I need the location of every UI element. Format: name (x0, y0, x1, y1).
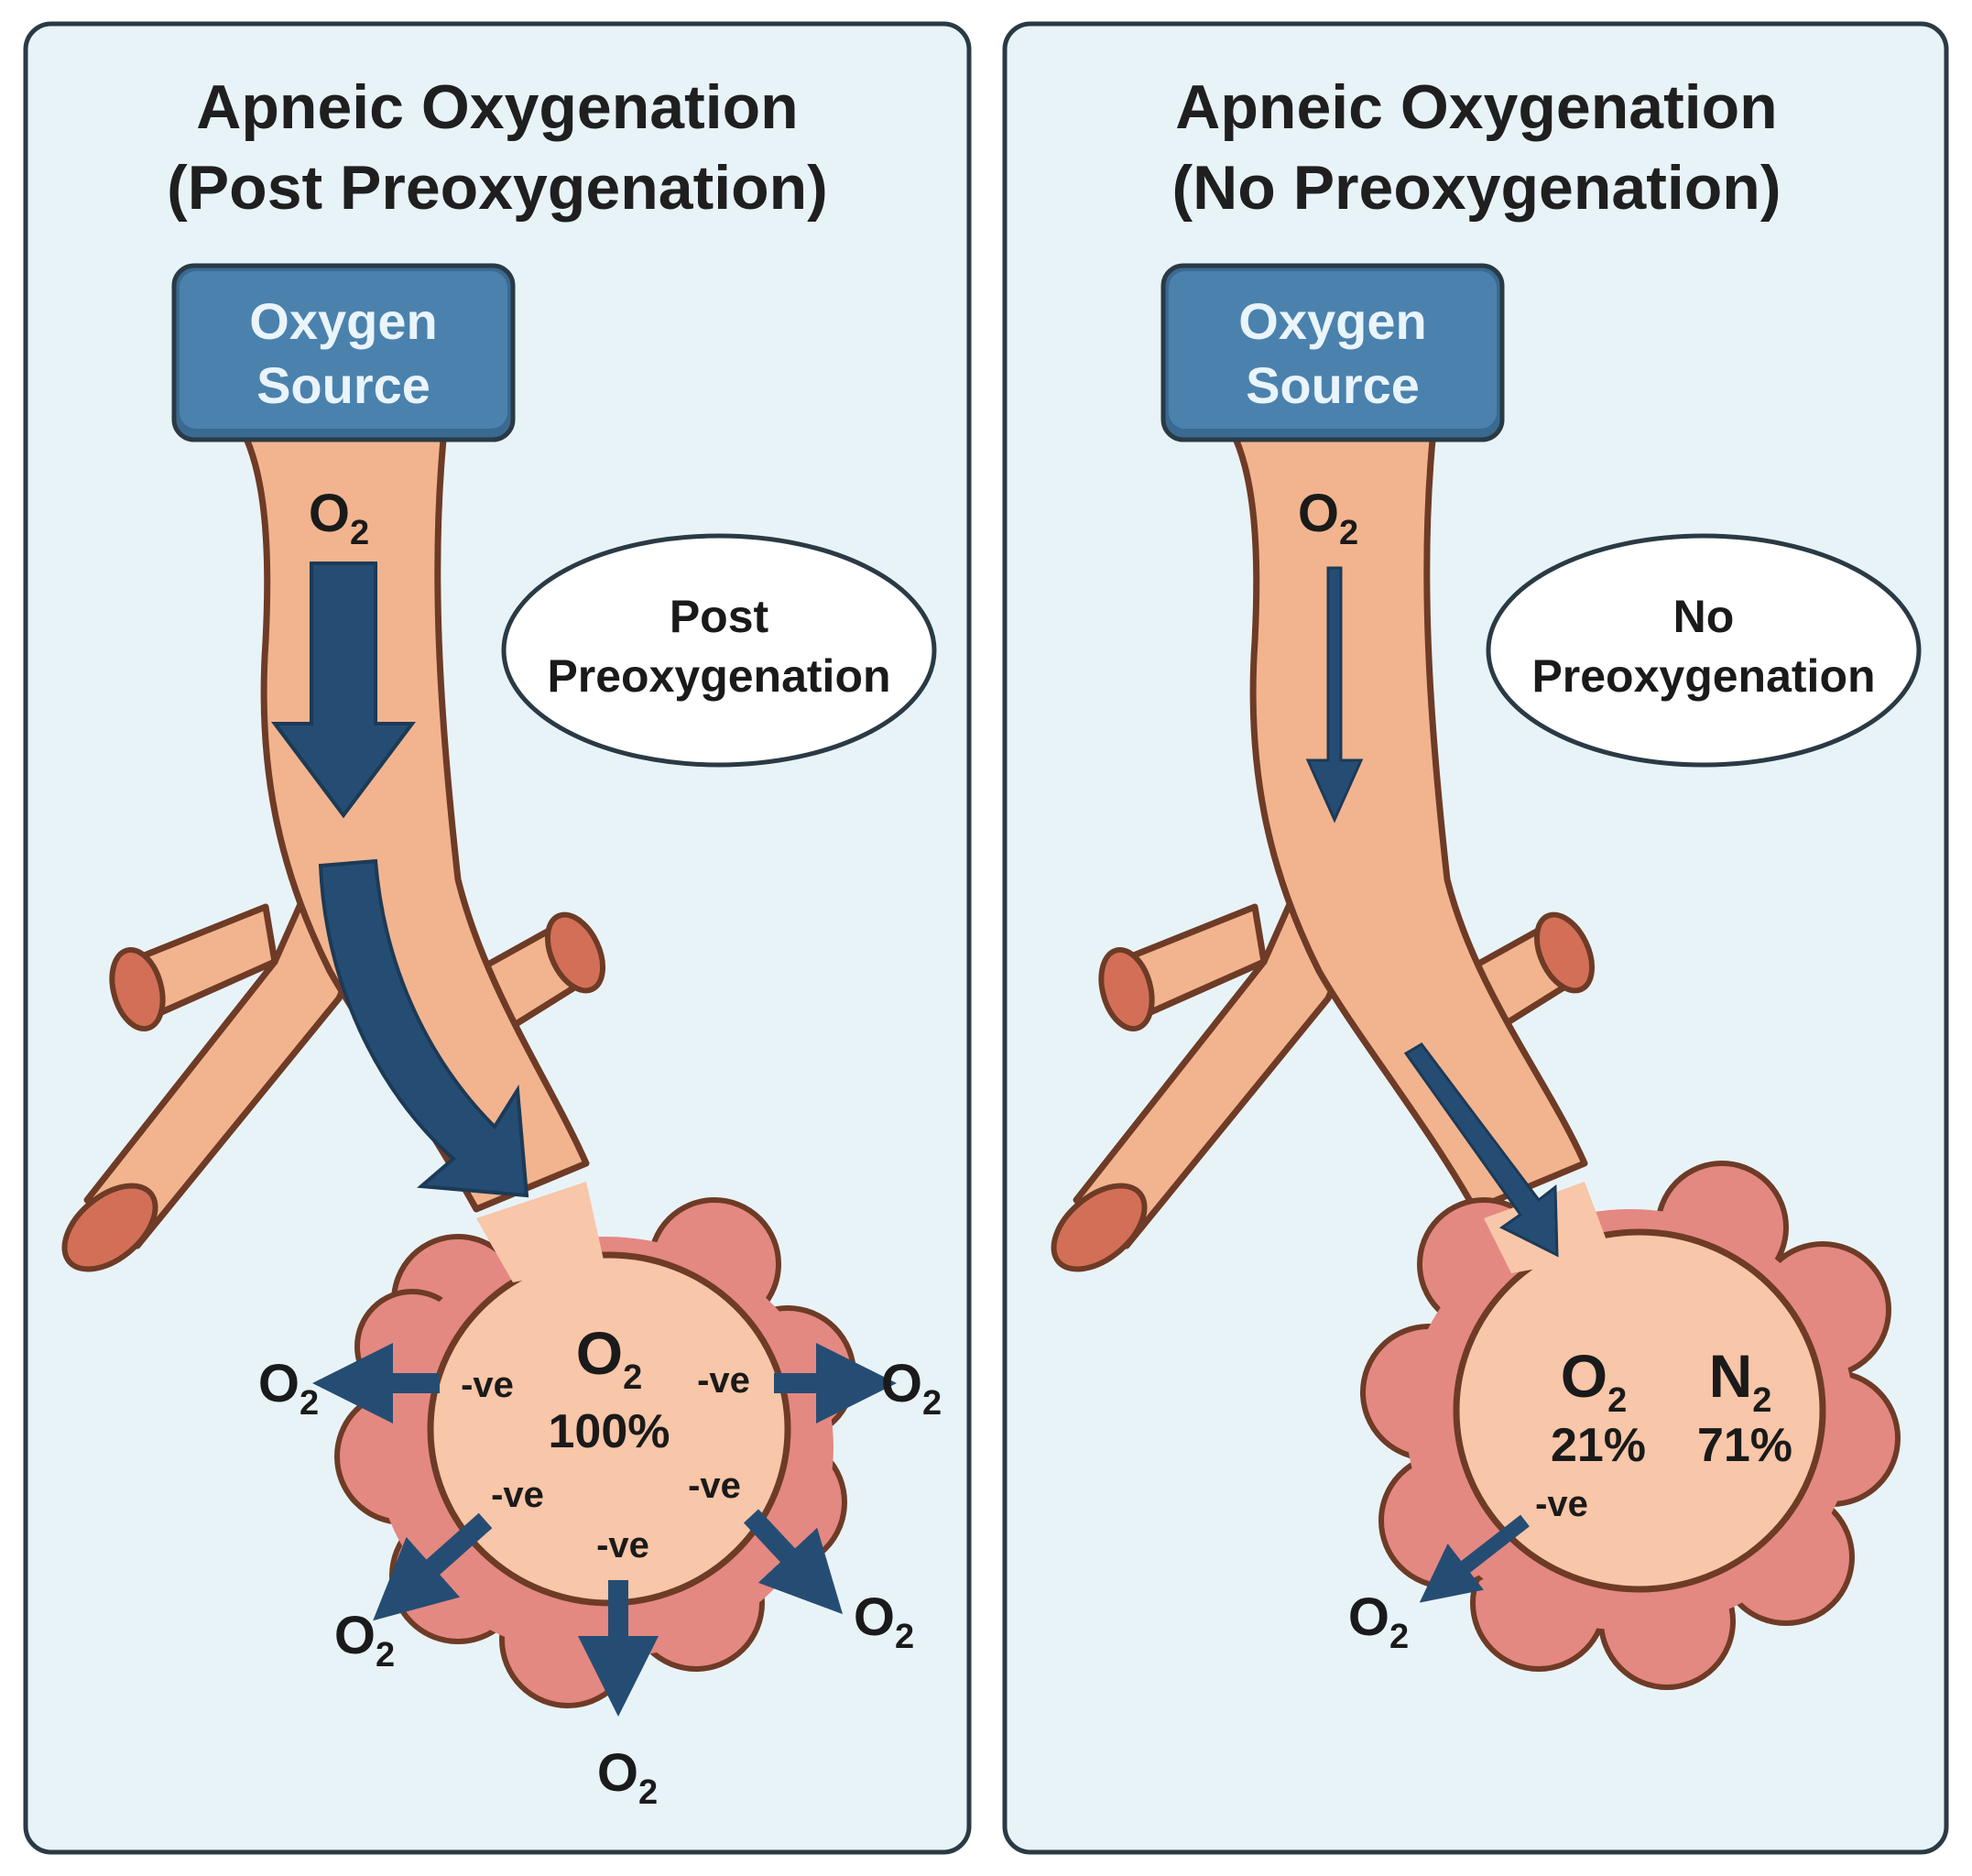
panel-title-line2: (Post Preoxygenation) (167, 153, 828, 223)
gradient-label-lower-right: -ve (688, 1466, 741, 1506)
outflow-arrow-lower-left (373, 1512, 493, 1621)
panel-title-line2: (No Preoxygenation) (1172, 153, 1781, 223)
outflow-arrow-lower-right (743, 1509, 844, 1615)
condition-bubble-no-pre: No Preoxygenation (1486, 533, 1922, 768)
airway-tree (1051, 427, 1596, 1272)
oxygen-source-line2: Source (1246, 356, 1420, 414)
bubble-line2: Preoxygenation (1531, 650, 1875, 702)
alveolus-o2-label: O2 (1561, 1342, 1627, 1420)
alveolus-n2-label: N2 (1709, 1342, 1772, 1420)
outflow-arrows (312, 1343, 897, 1717)
bubble-line1: Post (670, 591, 769, 642)
airway-tree (61, 427, 606, 1272)
gradient-label: -ve (1535, 1484, 1588, 1524)
inlet-o2-label: O2 (1298, 484, 1358, 552)
outflow-o2-lower-left: O2 (334, 1606, 395, 1674)
bubble-line1: No (1673, 591, 1735, 642)
panel-title-line1: Apneic Oxygenation (196, 72, 798, 142)
alveolus-o2-percent: 21% (1551, 1419, 1646, 1472)
outflow-o2-bottom: O2 (597, 1743, 658, 1812)
bubble-line2: Preoxygenation (547, 650, 890, 702)
outflow-o2-left: O2 (258, 1354, 319, 1423)
thin-flow-arrow-diagonal (1403, 1042, 1559, 1258)
inlet-o2-label: O2 (309, 484, 369, 552)
large-flow-arrow-curved (318, 858, 529, 1198)
gradient-label-right: -ve (697, 1360, 750, 1401)
panel-no-preoxygenation: Apneic Oxygenation (No Preoxygenation) (1002, 21, 1949, 1855)
panel-title-line1: Apneic Oxygenation (1175, 72, 1777, 142)
oxygen-source-box: Oxygen Source (1160, 263, 1505, 442)
oxygen-source-line1: Oxygen (249, 292, 437, 350)
condition-bubble-post: Post Preoxygenation (501, 533, 937, 768)
gradient-label-lower-left: -ve (491, 1475, 544, 1515)
oxygen-source-box: Oxygen Source (171, 263, 516, 442)
gradient-label-bottom: -ve (596, 1525, 649, 1565)
oxygen-source-line1: Oxygen (1238, 292, 1426, 350)
outflow-arrow (1419, 1514, 1530, 1603)
alveolus-o2-percent: 100% (549, 1405, 670, 1458)
large-flow-arrow-down (271, 562, 416, 819)
outflow-o2: O2 (1348, 1587, 1409, 1656)
thin-flow-arrow-down (1305, 566, 1364, 823)
oxygen-source-line2: Source (256, 356, 430, 414)
panel-post-preoxygenation: Apneic Oxygenation (Post Preoxygenation) (23, 21, 972, 1855)
gradient-label-left: -ve (461, 1365, 514, 1405)
alveolus-n2-percent: 71% (1697, 1419, 1792, 1472)
alveolus-o2-label: O2 (576, 1319, 642, 1397)
outflow-o2-right: O2 (881, 1354, 942, 1423)
alveolus-no-pre (1360, 1161, 1901, 1690)
outflow-o2-lower-right: O2 (854, 1587, 914, 1656)
